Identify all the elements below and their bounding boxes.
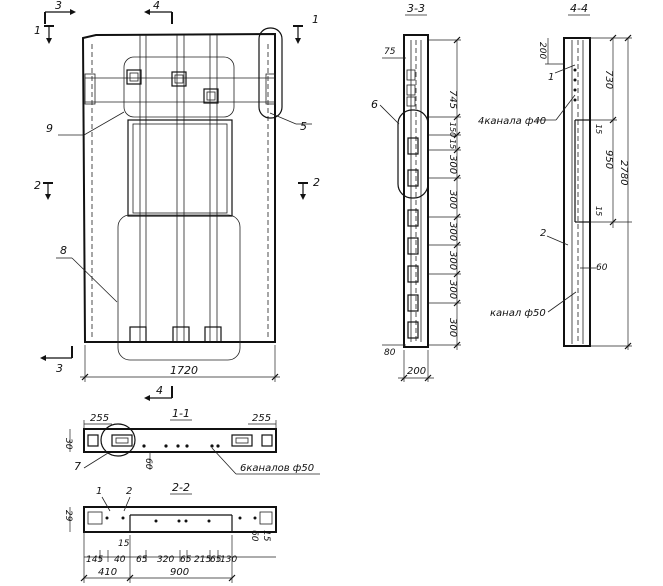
dim-22-15b: 15 xyxy=(261,530,271,542)
dim-22-145: 145 xyxy=(86,555,103,565)
dim-33-200: 200 xyxy=(407,366,426,377)
cut-3-top-label: 3 xyxy=(55,0,62,12)
callout-7: 7 xyxy=(74,460,81,473)
channel-50-label: канал ф50 xyxy=(490,308,546,319)
cut-2-left-label: 2 xyxy=(34,179,41,192)
dim-44-2780: 2780 xyxy=(618,160,629,185)
plan-width-dim: 1720 xyxy=(170,364,198,377)
callout-1-22: 1 xyxy=(96,486,102,497)
dim-33-300-3: 300 xyxy=(447,222,458,241)
section-2-2-title: 2-2 xyxy=(172,481,190,494)
dim-33-745: 745 xyxy=(447,90,458,109)
cut-2-right-label: 2 xyxy=(313,176,320,189)
callout-9: 9 xyxy=(46,122,53,135)
dim-22-65a: 65 xyxy=(136,555,148,565)
section-2-2: 2-2 1 2 29 15 15 60 xyxy=(63,481,277,583)
channels-40-label: 4канала ф40 xyxy=(478,116,546,127)
callout-2-44: 2 xyxy=(540,228,546,239)
dim-44-730: 730 xyxy=(603,70,614,89)
dim-44-950: 950 xyxy=(603,150,614,169)
section-4-4-title: 4-4 xyxy=(570,2,588,15)
callout-6: 6 xyxy=(371,98,378,111)
callout-2-22: 2 xyxy=(126,486,132,497)
section-1-1-title: 1-1 xyxy=(172,407,190,420)
dim-33-300-1: 300 xyxy=(447,155,458,174)
dim-22-15: 15 xyxy=(118,539,130,549)
dim-11-60: 60 xyxy=(143,458,153,470)
callout-5: 5 xyxy=(300,120,307,133)
callout-8: 8 xyxy=(60,244,67,257)
dim-44-60: 60 xyxy=(596,263,608,273)
callout-1-44: 1 xyxy=(548,72,554,83)
dim-11-left-255: 255 xyxy=(90,413,109,424)
dim-22-60: 60 xyxy=(249,530,259,542)
dim-33-150: 150 xyxy=(448,122,457,137)
dim-22-410: 410 xyxy=(98,567,117,578)
dim-22-130: 130 xyxy=(220,555,237,565)
cut-1-right-label: 1 xyxy=(312,13,319,26)
dim-22-215: 215 xyxy=(194,555,211,565)
dim-22-320: 320 xyxy=(157,555,174,565)
dim-22-40: 40 xyxy=(114,555,126,565)
dim-11-30: 30 xyxy=(63,438,73,450)
section-4-4: 4-4 730 15 950 15 2780 200 xyxy=(478,2,632,350)
cut-4-top-label: 4 xyxy=(153,0,160,12)
dim-33-300-4: 300 xyxy=(447,251,458,270)
dim-22-29: 29 xyxy=(63,510,73,522)
section-3-3: 3-3 6 xyxy=(371,2,461,382)
cut-1-left-label: 1 xyxy=(34,24,41,37)
dim-33-300-6: 300 xyxy=(447,318,458,337)
section-1-1: 1-1 7 255 255 30 60 6каналов ф5 xyxy=(63,407,320,475)
dim-44-15b: 15 xyxy=(594,206,603,216)
dim-33-300-2: 300 xyxy=(447,190,458,209)
dim-44-200: 200 xyxy=(537,42,547,59)
dim-44-15a: 15 xyxy=(594,124,603,134)
dim-33-15: 15 xyxy=(448,139,457,149)
dim-22-900: 900 xyxy=(170,567,189,578)
cut-4-bottom-label: 4 xyxy=(156,384,163,397)
dim-33-300-5: 300 xyxy=(447,280,458,299)
dim-22-65b: 65 xyxy=(180,555,192,565)
dim-33-80: 80 xyxy=(384,348,396,358)
dim-22-65c: 65 xyxy=(210,555,222,565)
plan-view: 1720 3 3 4 4 1 1 2 2 xyxy=(34,0,320,401)
dim-11-right-255: 255 xyxy=(252,413,271,424)
cut-3-bottom-label: 3 xyxy=(56,362,63,375)
channels-50-label: 6каналов ф50 xyxy=(240,463,314,474)
dim-33-75: 75 xyxy=(384,47,396,57)
section-3-3-title: 3-3 xyxy=(407,2,425,15)
